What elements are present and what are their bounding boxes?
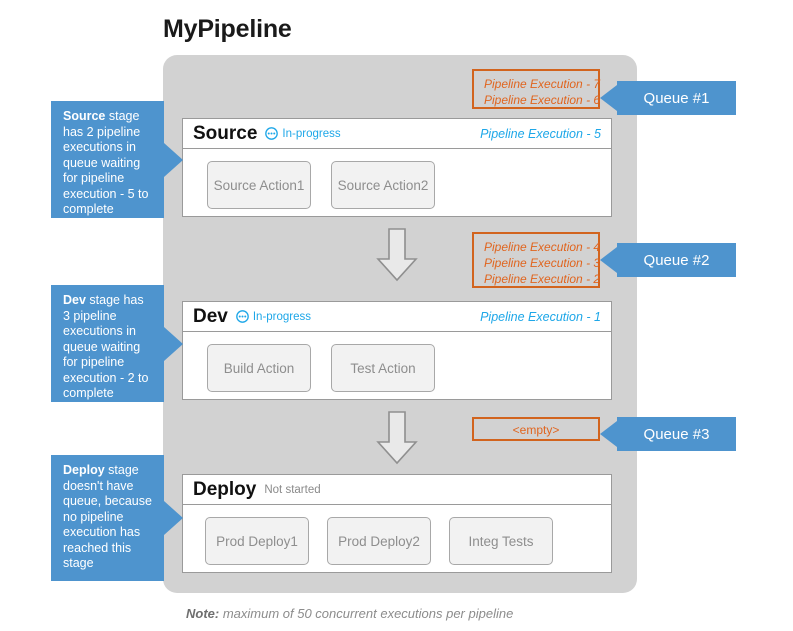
page-title: MyPipeline — [163, 15, 292, 43]
queue-item: Pipeline Execution - 3 — [484, 256, 601, 270]
action-box[interactable]: Source Action2 — [331, 161, 435, 209]
action-box[interactable]: Test Action — [331, 344, 435, 392]
stage-status-text: In-progress — [282, 127, 341, 140]
stage-name: Dev — [193, 306, 228, 327]
tag-arrow-icon — [600, 247, 617, 273]
stage-status-dev: In-progress — [236, 310, 311, 323]
queue-box-1: Pipeline Execution - 7 Pipeline Executio… — [472, 69, 600, 109]
stage-status-deploy: Not started — [264, 484, 320, 496]
queue-box-2: Pipeline Execution - 4 Pipeline Executio… — [472, 232, 600, 288]
queue-empty-text: <empty> — [512, 423, 560, 437]
callout-arrow-icon — [164, 142, 183, 177]
in-progress-icon — [265, 127, 279, 140]
queue-tag-label: Queue #2 — [643, 251, 710, 269]
tag-arrow-icon — [600, 421, 617, 447]
stage-header-deploy: Deploy Not started — [183, 475, 611, 505]
queue-item: Pipeline Execution - 6 — [484, 93, 601, 107]
callout-lead: Dev — [63, 293, 86, 307]
callout-lead: Deploy — [63, 463, 105, 477]
footer-note-text: maximum of 50 concurrent executions per … — [219, 606, 514, 621]
stage-actions-deploy: Prod Deploy1 Prod Deploy2 Integ Tests — [183, 505, 611, 577]
stage-header-source: Source In-progress Pipeline Execution - … — [183, 119, 611, 149]
queue-item: Pipeline Execution - 2 — [484, 272, 601, 286]
callout-source: Source stage has 2 pipeline executions i… — [51, 101, 183, 218]
queue-tag-label: Queue #3 — [643, 425, 710, 443]
in-progress-icon — [236, 310, 249, 323]
arrow-down-icon — [376, 411, 418, 465]
tag-arrow-icon — [600, 85, 617, 111]
stage-card-deploy[interactable]: Deploy Not started Prod Deploy1 Prod Dep… — [182, 474, 612, 573]
stage-name: Source — [193, 123, 258, 144]
queue-item: Pipeline Execution - 4 — [484, 240, 601, 254]
action-box[interactable]: Build Action — [207, 344, 311, 392]
action-box[interactable]: Integ Tests — [449, 517, 553, 565]
footer-note: Note: maximum of 50 concurrent execution… — [186, 606, 513, 621]
queue-tag-1[interactable]: Queue #1 — [600, 81, 736, 115]
stage-name: Deploy — [193, 479, 257, 500]
queue-item: Pipeline Execution - 7 — [484, 77, 601, 91]
stage-status-text: In-progress — [252, 310, 312, 323]
stage-actions-dev: Build Action Test Action — [183, 332, 611, 404]
action-box[interactable]: Prod Deploy2 — [327, 517, 431, 565]
callout-arrow-icon — [164, 501, 183, 535]
callout-deploy: Deploy stage doesn't have queue, because… — [51, 455, 183, 581]
queue-tag-2[interactable]: Queue #2 — [600, 243, 736, 277]
callout-text: stage has 3 pipeline executions in queue… — [63, 293, 149, 400]
stage-status-text: Not started — [264, 483, 321, 496]
action-box[interactable]: Source Action1 — [207, 161, 311, 209]
stage-header-dev: Dev In-progress Pipeline Execution - 1 — [183, 302, 611, 332]
stage-actions-source: Source Action1 Source Action2 — [183, 149, 611, 221]
callout-text: stage has 2 pipeline executions in queue… — [63, 109, 149, 216]
callout-lead: Source — [63, 109, 106, 123]
stage-status-source: In-progress — [265, 127, 341, 140]
arrow-down-icon — [376, 228, 418, 282]
queue-tag-label: Queue #1 — [643, 89, 710, 107]
footer-note-lead: Note: — [186, 606, 220, 621]
stage-card-source[interactable]: Source In-progress Pipeline Execution - … — [182, 118, 612, 217]
stage-execution-label: Pipeline Execution - 1 — [480, 309, 601, 324]
queue-box-3: <empty> — [472, 417, 600, 441]
action-box[interactable]: Prod Deploy1 — [205, 517, 309, 565]
stage-execution-label: Pipeline Execution - 5 — [480, 126, 601, 141]
callout-arrow-icon — [164, 326, 183, 361]
queue-tag-3[interactable]: Queue #3 — [600, 417, 736, 451]
stage-card-dev[interactable]: Dev In-progress Pipeline Execution - 1 B… — [182, 301, 612, 400]
callout-dev: Dev stage has 3 pipeline executions in q… — [51, 285, 183, 402]
callout-text: stage doesn't have queue, because no pip… — [63, 463, 152, 570]
